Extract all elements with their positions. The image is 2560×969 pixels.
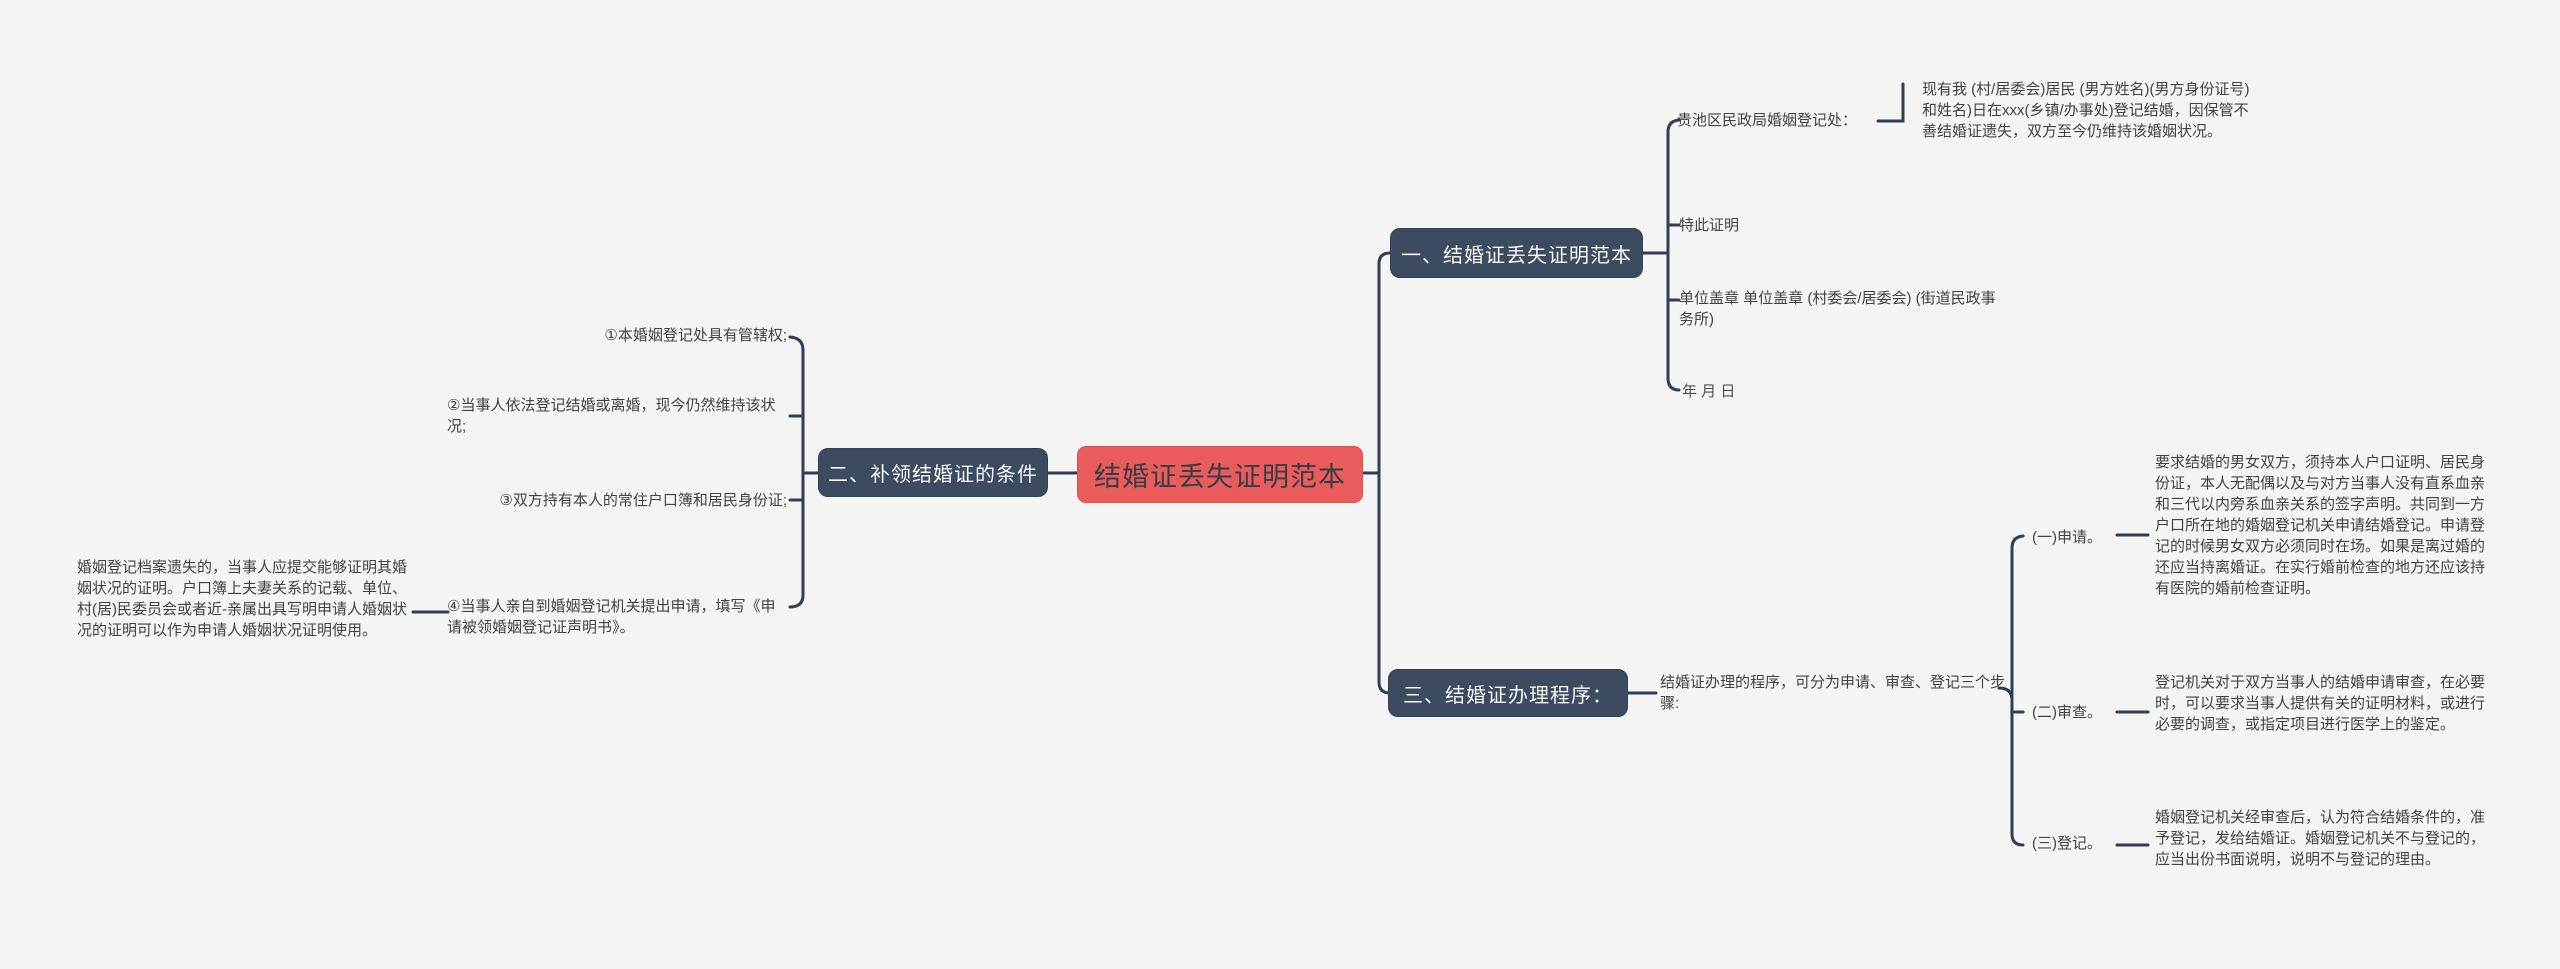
branch-node-procedure[interactable]: 三、结婚证办理程序： <box>1388 669 1628 717</box>
topic-condition-3[interactable]: ③双方持有本人的常住户口簿和居民身份证; <box>499 492 787 509</box>
topic-step-review[interactable]: (二)审查。 <box>2032 704 2102 721</box>
topic-registry-office[interactable]: 贵池区民政局婚姻登记处： <box>1677 112 1858 129</box>
topic-date-line[interactable]: 年 月 日 <box>1682 383 1736 400</box>
branch-node-conditions[interactable]: 二、补领结婚证的条件 <box>818 448 1048 497</box>
topic-step-register-detail[interactable]: 婚姻登记机关经审查后，认为符合结婚条件的，准予登记，发给结婚证。婚姻登记机关不与… <box>2155 809 2486 868</box>
topic-hereby-certify[interactable]: 特此证明 <box>1679 217 1740 234</box>
topic-condition-4[interactable]: ④当事人亲自到婚姻登记机关提出申请，填写《申请被领婚姻登记证声明书》。 <box>447 598 776 636</box>
topic-unit-seal[interactable]: 单位盖章 单位盖章 (村委会/居委会) (街道民政事务所) <box>1679 290 1996 328</box>
topic-condition-1[interactable]: ①本婚姻登记处具有管辖权; <box>604 327 787 344</box>
topic-step-register[interactable]: (三)登记。 <box>2032 835 2102 852</box>
topic-condition-2[interactable]: ②当事人依法登记结婚或离婚，现今仍然维持该状况; <box>447 397 776 435</box>
topic-note-lost-archive[interactable]: 婚姻登记档案遗失的，当事人应提交能够证明其婚姻状况的证明。户口簿上夫妻关系的记载… <box>77 559 408 639</box>
topic-step-apply-detail[interactable]: 要求结婚的男女双方，须持本人户口证明、居民身份证，本人无配偶以及与对方当事人没有… <box>2155 454 2486 597</box>
topic-registry-office-detail[interactable]: 现有我 (村/居委会)居民 (男方姓名)(男方身份证号)和姓名)日在xxx(乡镇… <box>1922 81 2250 140</box>
topic-step-apply[interactable]: (一)申请。 <box>2032 529 2102 546</box>
topic-step-review-detail[interactable]: 登记机关对于双方当事人的结婚申请审查，在必要时，可以要求当事人提供有关的证明材料… <box>2155 674 2486 733</box>
root-node[interactable]: 结婚证丢失证明范本 <box>1077 446 1363 503</box>
branch-node-sample[interactable]: 一、结婚证丢失证明范本 <box>1390 228 1643 278</box>
topic-procedure-intro[interactable]: 结婚证办理的程序，可分为申请、审查、登记三个步骤: <box>1660 674 2006 712</box>
